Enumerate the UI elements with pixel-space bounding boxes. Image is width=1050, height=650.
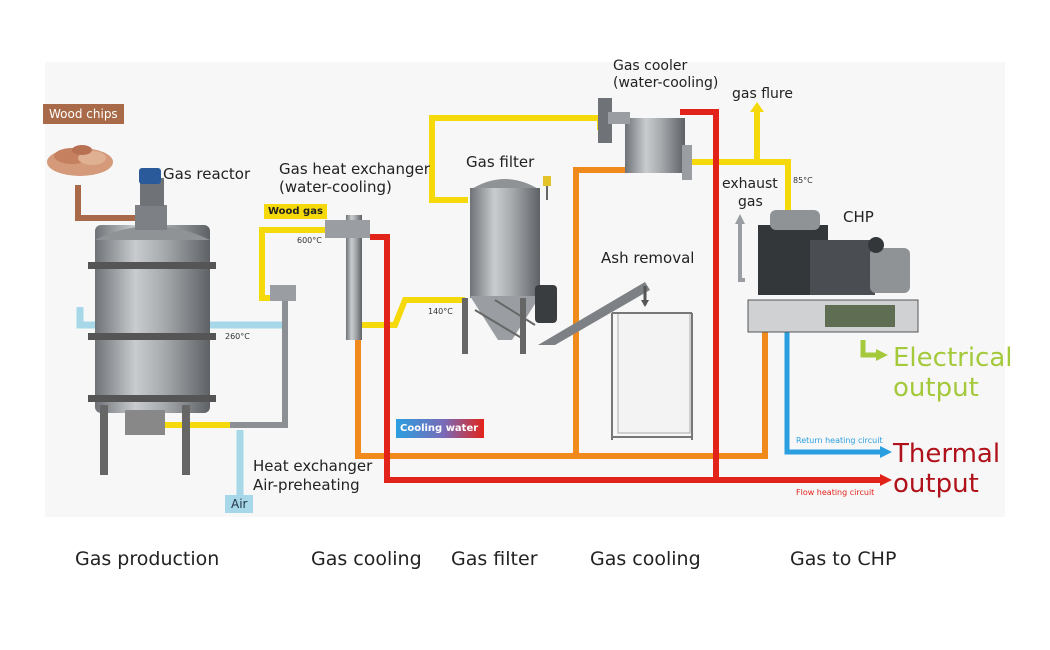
- cooler-to-chp-pipe: [688, 159, 791, 215]
- electrical-output-label-line2: output: [893, 373, 979, 403]
- hx-air-label-line2: Air-preheating: [253, 476, 360, 494]
- flow-circuit-arrow: [880, 474, 892, 486]
- electrical-output-arrow: [860, 340, 878, 358]
- air-tag: Air: [225, 495, 254, 513]
- temp-85: 85°C: [793, 176, 813, 185]
- temp-600: 600°C: [297, 236, 322, 245]
- wood-chips-label: Wood chips: [43, 104, 124, 124]
- temp-260: 260°C: [225, 332, 250, 341]
- thermal-output-label-line2: output: [893, 469, 979, 499]
- ash-bag: [611, 312, 693, 440]
- ash-removal-conveyor: [535, 282, 650, 345]
- orange-cooler-pipe: [573, 167, 630, 456]
- gas-filter-vessel: [462, 176, 551, 354]
- chp-label: CHP: [843, 208, 874, 226]
- electrical-output-label-line1: Electrical: [893, 343, 1013, 373]
- exhaust-pipe: [738, 222, 745, 282]
- return-circuit-pipe: [784, 330, 880, 455]
- red-hx-pipe: [370, 234, 880, 483]
- exhaust-gas-label-line1: exhaust: [722, 176, 778, 192]
- wood-feed-pipe: [75, 185, 135, 221]
- thermal-output-label-line1: Thermal: [893, 439, 1001, 469]
- return-circuit-arrow: [880, 446, 892, 458]
- gas-heat-exchanger: [270, 215, 370, 340]
- gas-reactor: [88, 168, 216, 475]
- flow-circuit-label: Flow heating circuit: [796, 488, 875, 497]
- preheated-air-pipe: [76, 307, 283, 329]
- section-gas-production: Gas production: [75, 548, 220, 570]
- gas-cooler: [598, 98, 692, 180]
- ash-removal-label: Ash removal: [601, 249, 695, 267]
- wood-gas-tag: Wood gas: [264, 204, 327, 219]
- gas-cooler-label-line1: Gas cooler: [613, 58, 688, 74]
- exhaust-arrow: [735, 214, 745, 224]
- hx-to-filter-pipe: [355, 297, 465, 328]
- section-gas-cooling-2: Gas cooling: [590, 548, 701, 570]
- gas-flure-arrow: [750, 102, 764, 112]
- wood-chips-pile: [47, 145, 113, 176]
- red-cooler-pipe: [680, 109, 719, 480]
- cooling-water-tag: Cooling water: [396, 419, 484, 438]
- gas-hx-label-line2: (water-cooling): [279, 178, 392, 196]
- gas-reactor-label: Gas reactor: [163, 165, 251, 183]
- chp-unit: [747, 210, 919, 333]
- gas-cooler-label-line2: (water-cooling): [613, 75, 719, 91]
- section-gas-filter: Gas filter: [451, 548, 538, 570]
- hx-air-label-line1: Heat exchanger: [253, 457, 373, 475]
- section-gas-cooling-1: Gas cooling: [311, 548, 422, 570]
- section-gas-to-chp: Gas to CHP: [790, 548, 897, 570]
- gas-hx-label-line1: Gas heat exchanger: [279, 160, 430, 178]
- exhaust-gas-label-line2: gas: [738, 194, 763, 210]
- temp-140: 140°C: [428, 307, 453, 316]
- gas-flure-label: gas flure: [732, 86, 793, 102]
- gas-filter-label: Gas filter: [466, 153, 535, 171]
- return-circuit-label: Return heating circuit: [796, 436, 883, 445]
